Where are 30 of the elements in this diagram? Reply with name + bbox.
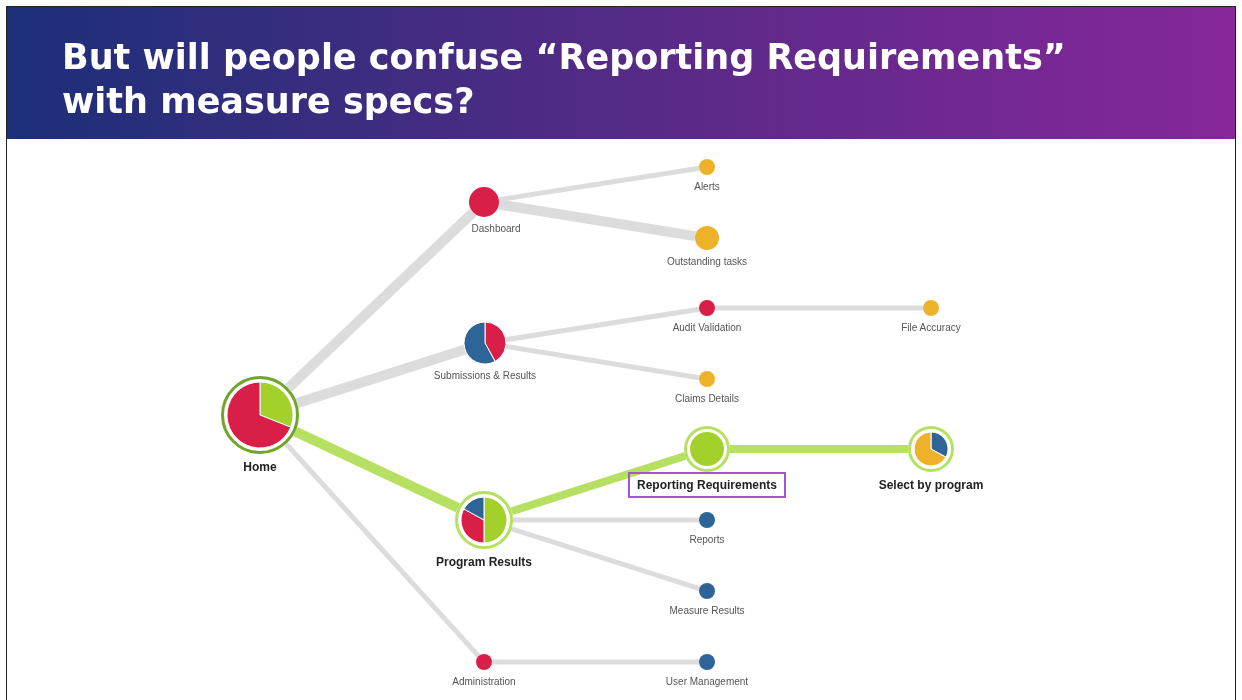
connector-line [730,445,908,453]
node-label: Home [241,460,279,474]
node-label: Measure Results [667,605,747,616]
slide-title: But will people confuse “Reporting Requirements” with measure specs? [62,36,1067,123]
connector-line [510,526,701,591]
node-label: Administration [450,676,518,687]
connector-line [293,427,460,513]
node-label: Program Results [434,555,534,569]
connector-line [295,344,467,408]
node-label: Reports [687,534,727,545]
connector-line [492,659,699,665]
node-label: File Accuracy [899,322,963,333]
connector-line [513,517,699,523]
connector-line [284,208,477,392]
node-label: Claims Details [673,393,741,404]
node-label: Audit Validation [670,322,744,333]
connector-line [498,165,700,203]
connector-line [505,343,700,381]
connector-line [715,305,923,311]
connector-line [284,442,481,658]
node-label: Submissions & Results [431,370,539,381]
node-label: User Management [663,676,751,687]
connector-line [505,306,700,343]
connector-line [510,452,687,515]
node-label: Reporting Requirements [635,478,779,492]
connector-line [498,199,696,242]
node-label: Outstanding tasks [664,256,749,267]
node-label: Dashboard [469,223,523,234]
node-label: Alerts [692,181,722,192]
node-label: Select by program [876,478,986,492]
